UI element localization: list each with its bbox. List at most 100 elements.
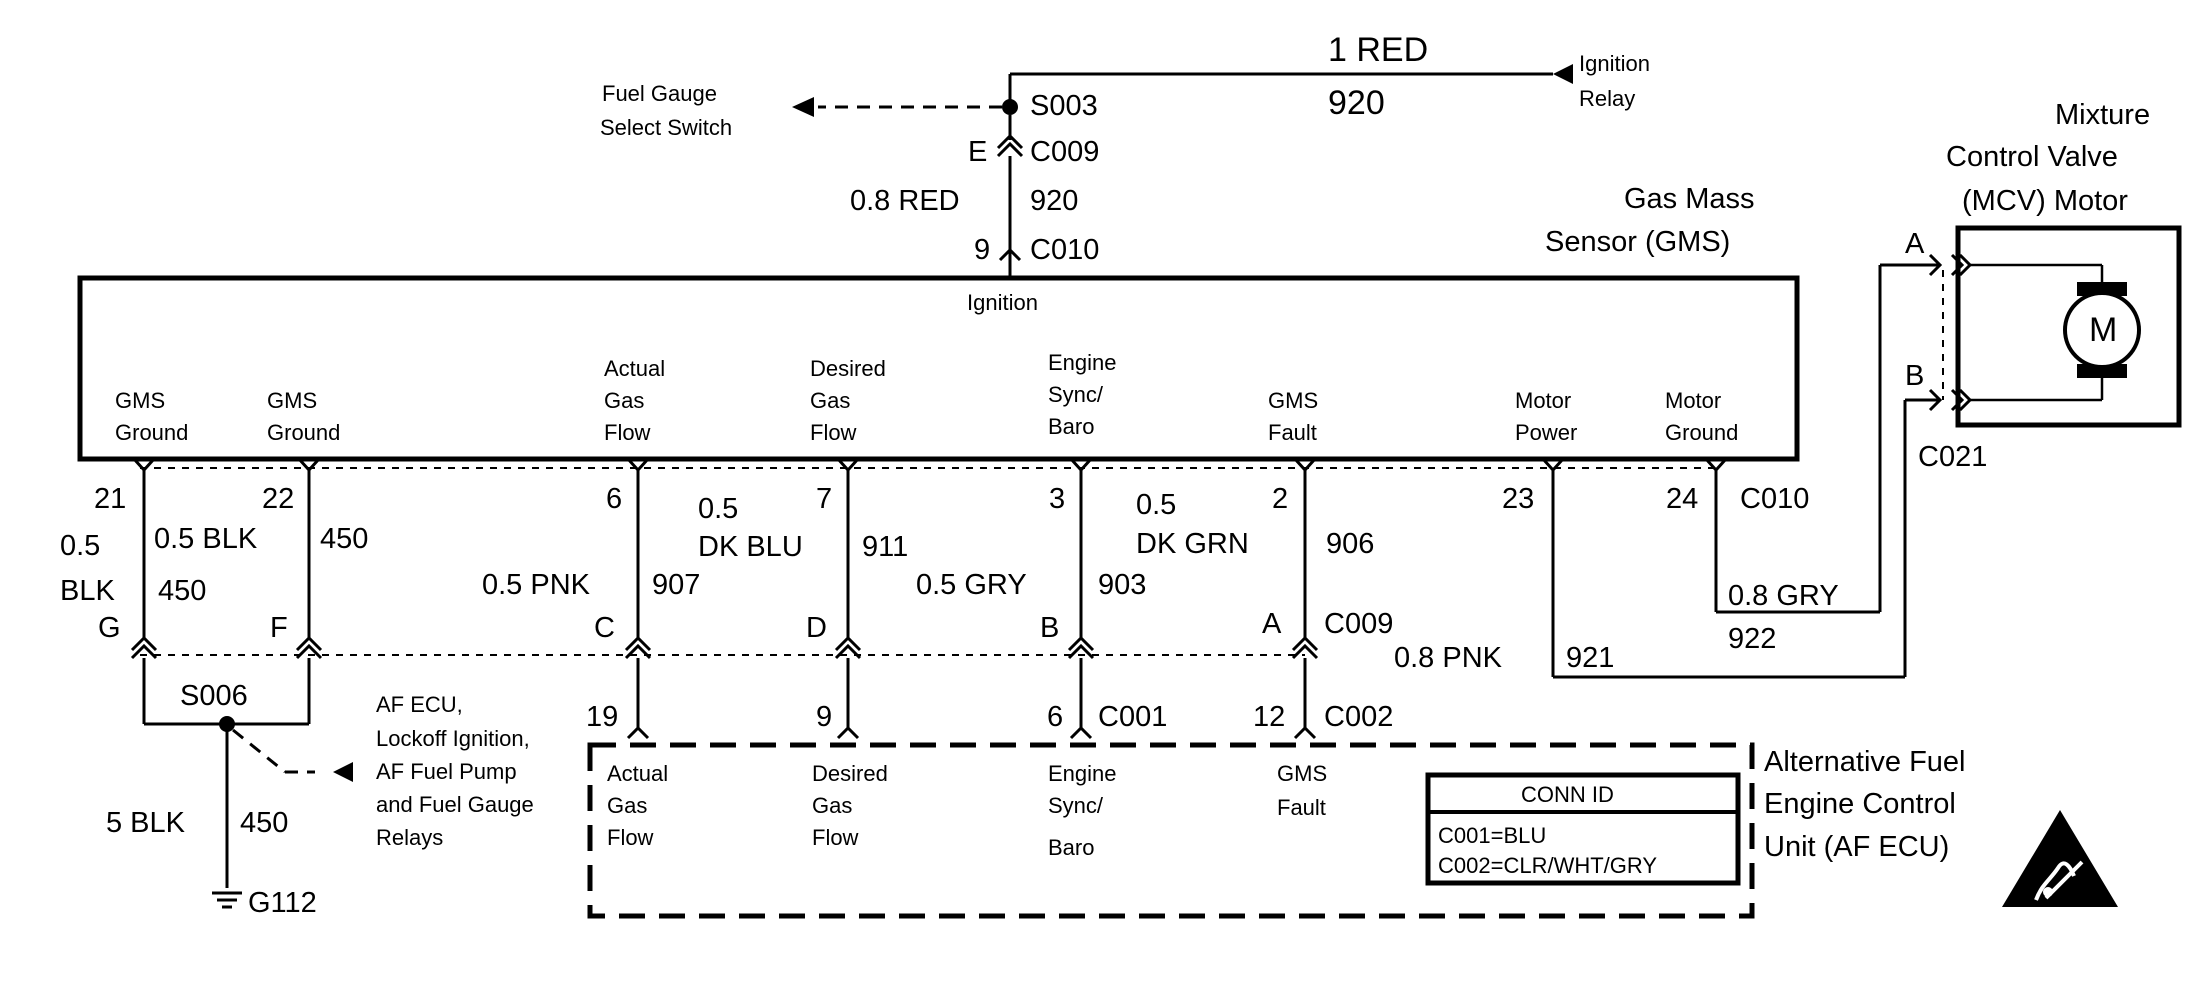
pin-a-label: A — [1262, 608, 1282, 640]
ground-wire-color-label: 5 BLK — [106, 807, 186, 839]
w22-circuit-label: 450 — [320, 523, 368, 555]
w21-size-label: 0.5 — [60, 530, 100, 562]
ground-symbol-icon — [212, 891, 242, 909]
w21-color-label: BLK — [60, 575, 115, 607]
ecu-terminal-label: Sync/ — [1048, 793, 1104, 818]
ignition-relay-arrowhead-icon — [1553, 64, 1573, 84]
connector-c009-label: C009 — [1030, 136, 1099, 168]
top-feed-circuit: 1 RED 920 Ignition Relay S003 Fuel Gauge… — [600, 31, 1650, 278]
pin-21-label: 21 — [94, 483, 126, 515]
w23-circuit-label: 921 — [1566, 642, 1614, 674]
af-note-line: Lockoff Ignition, — [376, 726, 530, 751]
ecu-terminal-label: Flow — [812, 825, 859, 850]
mcv-title-line: Control Valve — [1946, 141, 2118, 173]
w2-circuit-label: 906 — [1326, 528, 1374, 560]
gms-terminal-label: Motor — [1665, 388, 1721, 413]
w7-color-label: DK BLU — [698, 531, 803, 563]
ecu-terminal-label: Desired — [812, 761, 888, 786]
ground-wire-circuit-label: 450 — [240, 807, 288, 839]
gms-terminal-label: Flow — [810, 420, 857, 445]
connector-c009-label: C009 — [1324, 608, 1393, 640]
gms-harness-wires: 21 22 6 7 3 2 23 24 C010 0.5 BLK 450 0.5… — [60, 263, 1920, 919]
connector-c002-label: C002 — [1324, 701, 1393, 733]
splice-s006-label: S006 — [180, 680, 248, 712]
top-wire-color: 1 RED — [1328, 31, 1428, 69]
af-note-line: AF Fuel Pump — [376, 759, 517, 784]
w6-circuit-label: 907 — [652, 569, 700, 601]
gas-mass-sensor: Gas Mass Sensor (GMS) Ignition GMS Groun… — [77, 183, 1800, 462]
ecu-terminal-label: Gas — [607, 793, 647, 818]
gms-terminal-label: Engine — [1048, 350, 1117, 375]
w24-circuit-label: 922 — [1728, 623, 1776, 655]
pin-9-label: 9 — [974, 234, 990, 266]
gms-terminal-label: Actual — [604, 356, 665, 381]
gms-box — [77, 275, 1800, 462]
motor-icon — [2063, 291, 2141, 369]
mcv-pin-a-label: A — [1905, 228, 1925, 260]
w2-color-label: DK GRN — [1136, 528, 1249, 560]
gms-terminal-label: Desired — [810, 356, 886, 381]
connector-c001-label: C001 — [1098, 701, 1167, 733]
gms-terminal-label: Gas — [604, 388, 644, 413]
pin-3-label: 3 — [1049, 483, 1065, 515]
w2-size-label: 0.5 — [1136, 489, 1176, 521]
mcv-motor: Mixture Control Valve (MCV) Motor M A B … — [1905, 99, 2182, 473]
gms-terminal-label: GMS — [115, 388, 165, 413]
af-ecu-note-arrowhead-icon — [333, 762, 353, 782]
motor-symbol: M — [2089, 311, 2117, 349]
ecu-pin-12-label: 12 — [1253, 701, 1285, 733]
ecu-terminal-label: Baro — [1048, 835, 1094, 860]
splice-s003-label: S003 — [1030, 90, 1098, 122]
splice-s003-dot — [1002, 99, 1018, 115]
ignition-relay-label-2: Relay — [1579, 86, 1635, 111]
af-note-line: Relays — [376, 825, 443, 850]
ecu-terminal-label: Actual — [607, 761, 668, 786]
conn-id-title: CONN ID — [1521, 782, 1614, 807]
gms-terminal-label: Motor — [1515, 388, 1571, 413]
ecu-terminal-label: Flow — [607, 825, 654, 850]
gms-terminal-label: Gas — [810, 388, 850, 413]
gms-terminal-label: Fault — [1268, 420, 1317, 445]
w3-color-label: 0.5 GRY — [916, 569, 1027, 601]
pin-e-label: E — [968, 136, 987, 168]
gms-terminal-label: Sync/ — [1048, 382, 1104, 407]
ecu-pin-9-label: 9 — [816, 701, 832, 733]
w22-color-label: 0.5 BLK — [154, 523, 258, 555]
conn-id-row: C001=BLU — [1438, 823, 1546, 848]
ecu-pin-19-label: 19 — [586, 701, 618, 733]
mcv-title-line: (MCV) Motor — [1962, 185, 2128, 217]
pin-7-label: 7 — [816, 483, 832, 515]
ecu-terminal-label: Gas — [812, 793, 852, 818]
af-ecu-box — [587, 742, 1755, 919]
pin-g-label: G — [98, 612, 121, 644]
gms-terminal-label: GMS — [1268, 388, 1318, 413]
mcv-pin-b-label: B — [1905, 360, 1924, 392]
ignition-relay-label-1: Ignition — [1579, 51, 1650, 76]
mcv-title-line: Mixture — [2055, 99, 2150, 131]
ecu-terminal-label: GMS — [1277, 761, 1327, 786]
af-note-line: AF ECU, — [376, 692, 463, 717]
gms-terminal-label: Power — [1515, 420, 1577, 445]
pin-c-label: C — [594, 612, 615, 644]
gms-title-line2: Sensor (GMS) — [1545, 226, 1730, 258]
w7-size-label: 0.5 — [698, 493, 738, 525]
gms-ignition-label: Ignition — [967, 290, 1038, 315]
ground-g112-label: G112 — [248, 887, 317, 919]
ecu-terminal-label: Engine — [1048, 761, 1117, 786]
af-ecu-title-line: Unit (AF ECU) — [1764, 831, 1949, 863]
w3-circuit-label: 903 — [1098, 569, 1146, 601]
mcv-box — [1955, 225, 2182, 428]
pin-d-label: D — [806, 612, 827, 644]
w21-circuit-label: 450 — [158, 575, 206, 607]
w24-color-label: 0.8 GRY — [1728, 580, 1839, 612]
gms-terminal-label: GMS — [267, 388, 317, 413]
fuel-gauge-arrowhead-icon — [792, 97, 814, 117]
esd-warning-icon — [2002, 810, 2118, 907]
conn-id-row: C002=CLR/WHT/GRY — [1438, 853, 1657, 878]
pin-2-label: 2 — [1272, 483, 1288, 515]
pin-f-label: F — [270, 612, 288, 644]
af-ecu-title-line: Engine Control — [1764, 788, 1956, 820]
wire-0-8-red-label: 0.8 RED — [850, 185, 960, 217]
af-note-line: and Fuel Gauge — [376, 792, 534, 817]
gms-terminal-label: Ground — [115, 420, 188, 445]
